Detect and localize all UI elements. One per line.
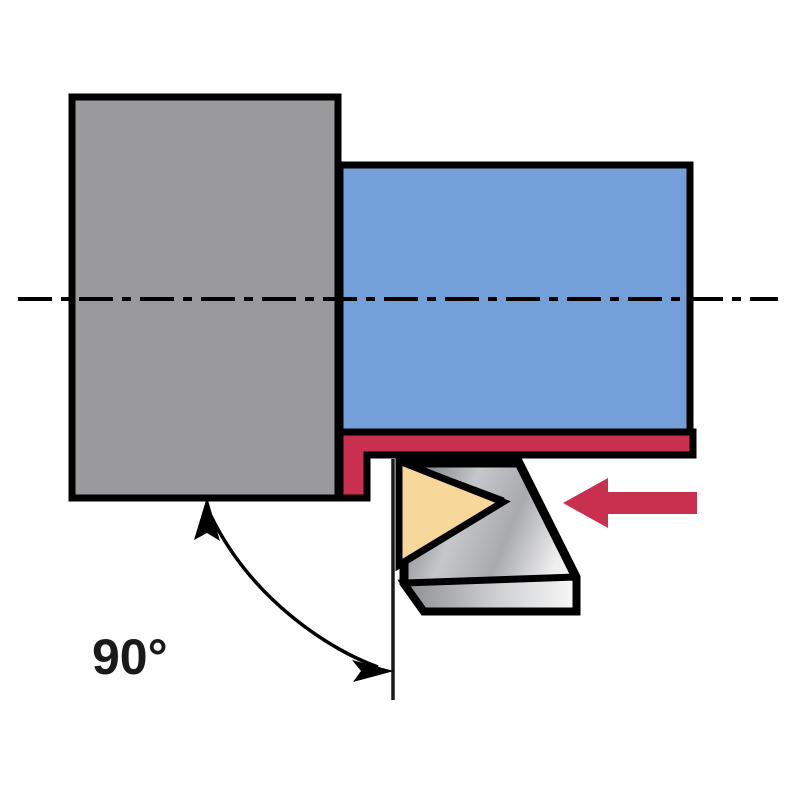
tool-holder-bottom-face — [397, 573, 580, 615]
angle-arc-path — [209, 515, 379, 669]
angle-arc-arrowhead-top — [194, 497, 220, 541]
feed-arrow-shape — [563, 478, 697, 528]
angle-arc-arrowhead-bottom — [352, 660, 394, 682]
insert-triangle — [395, 455, 511, 572]
angle-label: 90° — [92, 629, 168, 685]
angle-measure-arc — [194, 497, 394, 682]
feed-direction-arrow — [563, 478, 697, 528]
carbide-insert — [395, 455, 511, 572]
